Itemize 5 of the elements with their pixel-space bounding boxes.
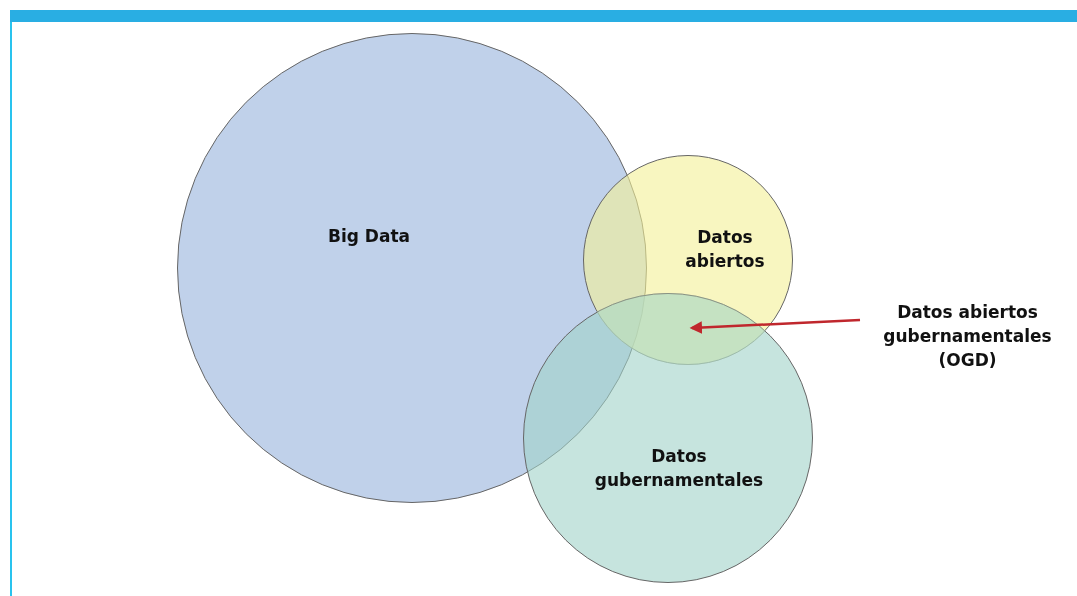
circle-label: Datos abiertos [684,226,766,273]
circle-label: Datos gubernamentales [593,445,765,492]
leader-arrow [689,318,861,334]
callout-label: Datos abiertos gubernamentales (OGD) [870,300,1065,372]
circle-label: Big Data [326,225,412,248]
